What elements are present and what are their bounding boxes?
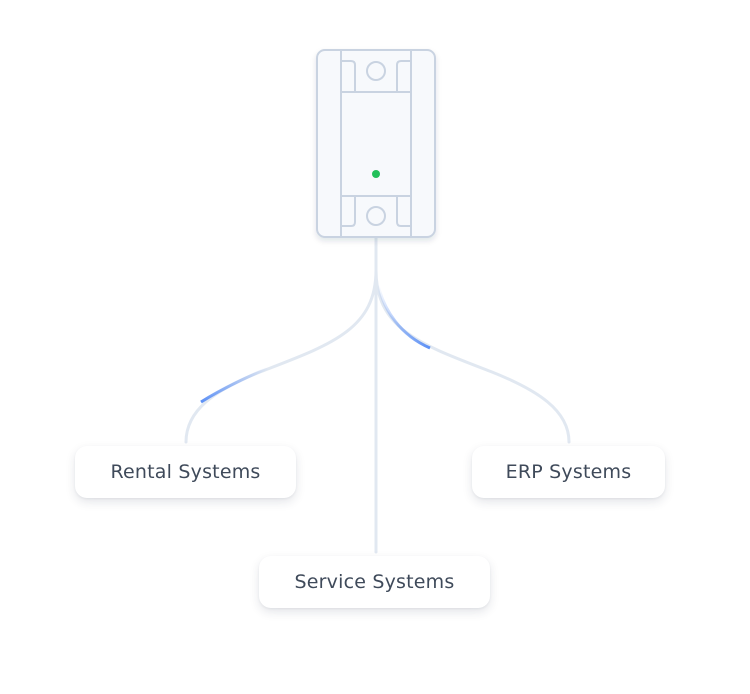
pulse-erp — [376, 284, 431, 350]
status-led-icon — [372, 170, 380, 178]
node-label: Rental Systems — [110, 461, 261, 483]
edge-rental — [184, 236, 378, 444]
connection-lines — [184, 236, 571, 554]
mount-hole-bottom-icon — [366, 206, 386, 226]
node-label: Service Systems — [294, 571, 455, 593]
node-service-systems[interactable]: Service Systems — [259, 556, 490, 608]
mount-hole-top-icon — [366, 61, 386, 81]
device-details — [340, 51, 412, 236]
edge-erp — [374, 236, 571, 444]
node-rental-systems[interactable]: Rental Systems — [75, 446, 296, 498]
device-body — [316, 49, 436, 238]
device-hub — [316, 49, 436, 238]
node-erp-systems[interactable]: ERP Systems — [472, 446, 665, 498]
node-label: ERP Systems — [505, 461, 632, 483]
pulse-rental — [200, 366, 269, 404]
